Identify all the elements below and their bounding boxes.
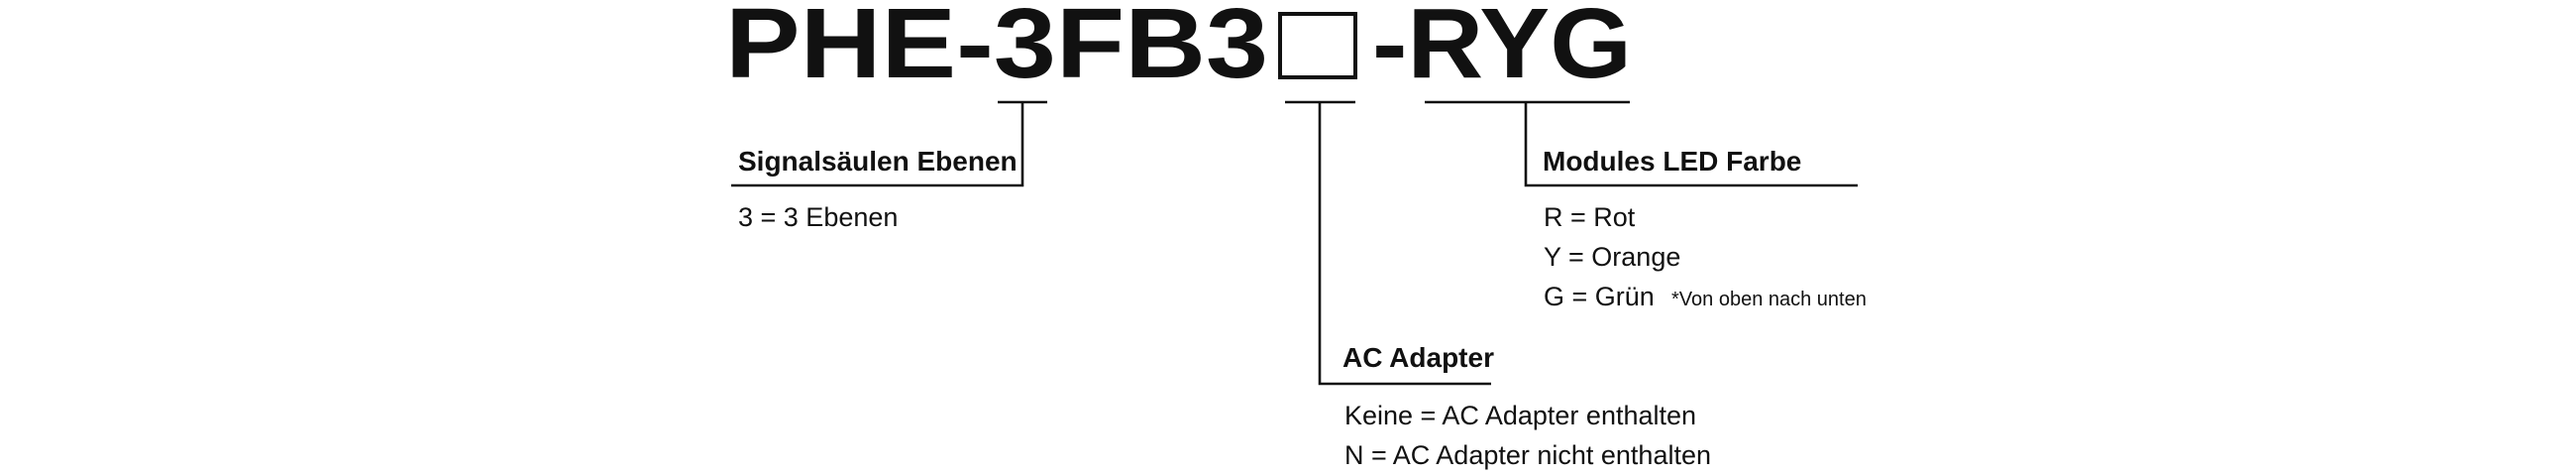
adapter-option-not-included: N = AC Adapter nicht enthalten: [1344, 440, 1711, 470]
adapter-option-included: Keine = AC Adapter enthalten: [1344, 401, 1696, 430]
levels-leader: [731, 100, 1047, 187]
adapter-leader: [1285, 100, 1491, 386]
levels-heading: Signalsäulen Ebenen: [738, 146, 1018, 177]
led-option-green: G = Grün: [1544, 282, 1655, 311]
levels-option: 3 = 3 Ebenen: [738, 202, 898, 232]
led-order-note: *Von oben nach unten: [1671, 289, 1867, 310]
led-option-red: R = Rot: [1544, 202, 1636, 232]
adapter-heading: AC Adapter: [1342, 342, 1494, 373]
led-heading: Modules LED Farbe: [1543, 146, 1801, 177]
placeholder-box: [1278, 12, 1357, 79]
part-code-suffix: -RYG: [1372, 0, 1632, 99]
led-option-orange: Y = Orange: [1544, 242, 1680, 272]
led-leader: [1425, 100, 1858, 187]
part-code-prefix: PHE-3FB3: [725, 0, 1268, 99]
